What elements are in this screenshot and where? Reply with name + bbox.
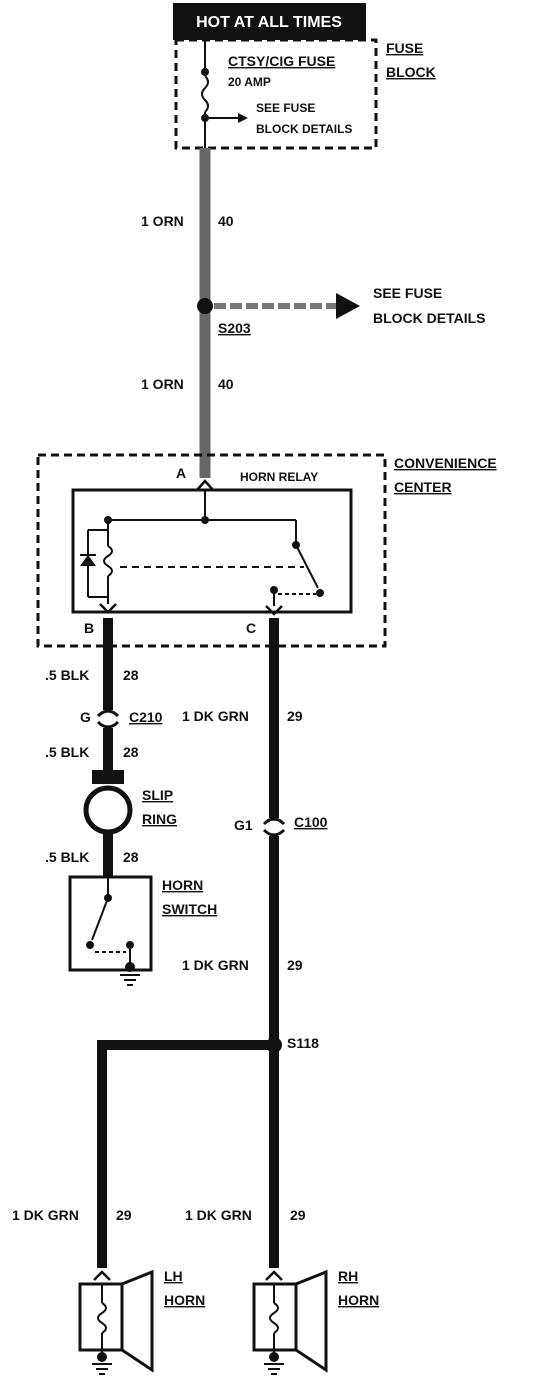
wire-8-circuit: 29	[116, 1207, 132, 1223]
hot-at-all-times-banner	[173, 3, 366, 40]
header-title: HOT AT ALL TIMES	[196, 14, 342, 31]
wire-7-gauge: 1 DK GRN	[182, 957, 249, 973]
wire-8-gauge: 1 DK GRN	[12, 1207, 79, 1223]
horn-switch-box	[68, 875, 153, 972]
relay-coil-icon	[103, 545, 113, 577]
connector-a-icon	[196, 479, 214, 491]
fuse-icon	[201, 75, 209, 113]
wire-1-gauge: 1 ORN	[141, 213, 184, 229]
fuse-details-1: SEE FUSE	[256, 101, 315, 115]
horn-relay-box	[71, 488, 353, 614]
wire-6-gauge: 1 DK GRN	[182, 708, 249, 724]
lh-horn-label-2: HORN	[164, 1292, 205, 1308]
wire-7-circuit: 29	[287, 957, 303, 973]
relay-switch-contact	[295, 544, 319, 589]
connector-b-icon	[99, 603, 117, 614]
fuse-block-outline	[174, 38, 378, 150]
horn-relay-label: HORN RELAY	[240, 470, 318, 484]
horn-switch-label-2: SWITCH	[162, 901, 217, 917]
horn-switch-label-1: HORN	[162, 877, 203, 893]
pin-c-label: C	[246, 620, 256, 636]
c210-label: C210	[129, 709, 163, 725]
fuse-name: CTSY/CIG FUSE	[228, 53, 335, 69]
fuse-rating: 20 AMP	[228, 75, 271, 89]
s203-note-1: SEE FUSE	[373, 285, 442, 301]
arrow-right-icon	[238, 113, 248, 123]
fuse-block-label-1: FUSE	[386, 40, 423, 56]
splice-s203	[197, 298, 213, 314]
horn-icon	[120, 1269, 154, 1373]
diode-icon	[80, 555, 96, 566]
wire-3-circuit: 28	[123, 667, 139, 683]
lh-horn-label-1: LH	[164, 1268, 183, 1284]
slip-ring-contact-icon	[92, 770, 124, 784]
convenience-center-outline	[36, 453, 387, 648]
rh-horn	[252, 1269, 328, 1375]
arrow-right-icon	[336, 293, 360, 319]
wire-6-circuit: 29	[287, 708, 303, 724]
fuse-block-label-2: BLOCK	[386, 64, 436, 80]
c100-label: C100	[294, 814, 328, 830]
fuse-details-2: BLOCK DETAILS	[256, 122, 352, 136]
wire-5-gauge: .5 BLK	[45, 849, 89, 865]
horn-switch-contact	[91, 897, 109, 941]
connector-c-icon	[265, 605, 283, 616]
s203-note-2: BLOCK DETAILS	[373, 310, 486, 326]
wire-2-circuit: 40	[218, 376, 234, 392]
horn-icon	[294, 1269, 328, 1373]
slip-ring-label-1: SLIP	[142, 787, 173, 803]
wire-9-circuit: 29	[290, 1207, 306, 1223]
c210-pin: G	[80, 709, 91, 725]
s118-label: S118	[287, 1035, 319, 1051]
slip-ring-label-2: RING	[142, 811, 177, 827]
wire-3-gauge: .5 BLK	[45, 667, 89, 683]
pin-b-label: B	[84, 620, 94, 636]
convenience-center-label-2: CENTER	[394, 479, 452, 495]
slip-ring-icon	[83, 785, 133, 835]
rh-horn-label-1: RH	[338, 1268, 358, 1284]
wire-dkgrn-29-lh	[97, 1040, 274, 1268]
wire-4-circuit: 28	[123, 744, 139, 760]
lh-horn	[78, 1269, 154, 1375]
c100-pin: G1	[234, 817, 253, 833]
wire-9-gauge: 1 DK GRN	[185, 1207, 252, 1223]
rh-horn-label-2: HORN	[338, 1292, 379, 1308]
s203-label: S203	[218, 320, 251, 336]
wire-1-circuit: 40	[218, 213, 234, 229]
c210-connector-icon	[96, 709, 120, 718]
wire-2-gauge: 1 ORN	[141, 376, 184, 392]
c100-connector-icon	[262, 817, 286, 826]
wire-5-circuit: 28	[123, 849, 139, 865]
pin-a-label: A	[176, 465, 186, 481]
convenience-center-label-1: CONVENIENCE	[394, 455, 497, 471]
wire-4-gauge: .5 BLK	[45, 744, 89, 760]
